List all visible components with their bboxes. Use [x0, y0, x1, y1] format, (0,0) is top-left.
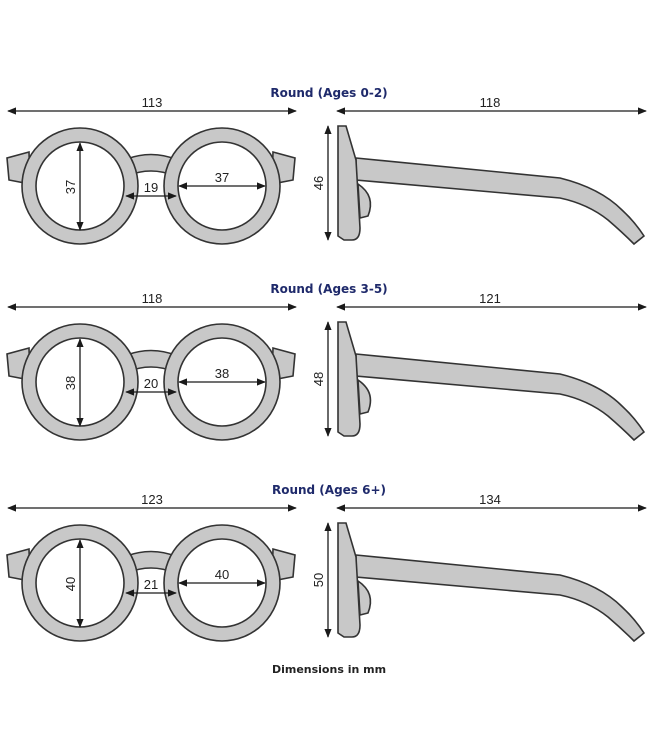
lens-width-label: 38 — [215, 366, 229, 381]
temple-arm — [355, 353, 646, 442]
frame-height-label: 48 — [311, 372, 326, 386]
front-width-label: 123 — [141, 492, 163, 507]
temple-arm — [355, 554, 646, 643]
front-view-glasses — [6, 127, 296, 245]
left-lens-rim — [21, 524, 139, 642]
size-section-2: Round (Ages 3-5) 118 38 20 38 121 48 — [6, 282, 647, 442]
front-view-glasses — [6, 524, 296, 642]
right-lens-rim — [163, 323, 281, 441]
front-view-glasses — [6, 323, 296, 441]
temple-arm — [355, 157, 646, 246]
lens-width-label: 37 — [215, 170, 229, 185]
front-width-label: 113 — [142, 95, 163, 110]
nose-pad — [357, 579, 372, 617]
left-lens-rim — [21, 127, 139, 245]
frame-height-label: 46 — [311, 176, 326, 190]
frame-front-edge — [337, 125, 361, 241]
bridge-width-label: 21 — [144, 577, 158, 592]
front-width-label: 118 — [142, 291, 163, 306]
lens-width-label: 40 — [215, 567, 229, 582]
lens-height-label: 37 — [63, 180, 78, 194]
size-section-1: Round (Ages 0-2) 113 37 19 37 118 46 — [6, 86, 647, 246]
lens-height-label: 40 — [63, 577, 78, 591]
bridge-width-label: 19 — [144, 180, 158, 195]
section-title: Round (Ages 3-5) — [270, 282, 387, 296]
section-title: Round (Ages 0-2) — [270, 86, 387, 100]
left-lens-rim — [21, 323, 139, 441]
bridge-width-label: 20 — [144, 376, 158, 391]
size-section-3: Round (Ages 6+) 123 40 21 40 134 50 — [6, 483, 647, 643]
nose-pad — [357, 378, 372, 416]
side-view-glasses — [337, 522, 646, 643]
right-lens-rim — [163, 524, 281, 642]
nose-pad — [357, 182, 372, 220]
frame-front-edge — [337, 321, 361, 437]
section-title: Round (Ages 6+) — [272, 483, 386, 497]
frame-height-label: 50 — [311, 573, 326, 587]
right-lens-rim — [163, 127, 281, 245]
side-view-glasses — [337, 125, 646, 246]
footer-note: Dimensions in mm — [272, 663, 386, 676]
temple-length-label: 118 — [480, 95, 501, 110]
side-view-glasses — [337, 321, 646, 442]
temple-length-label: 134 — [479, 492, 501, 507]
temple-length-label: 121 — [479, 291, 501, 306]
lens-height-label: 38 — [63, 376, 78, 390]
frame-front-edge — [337, 522, 361, 638]
